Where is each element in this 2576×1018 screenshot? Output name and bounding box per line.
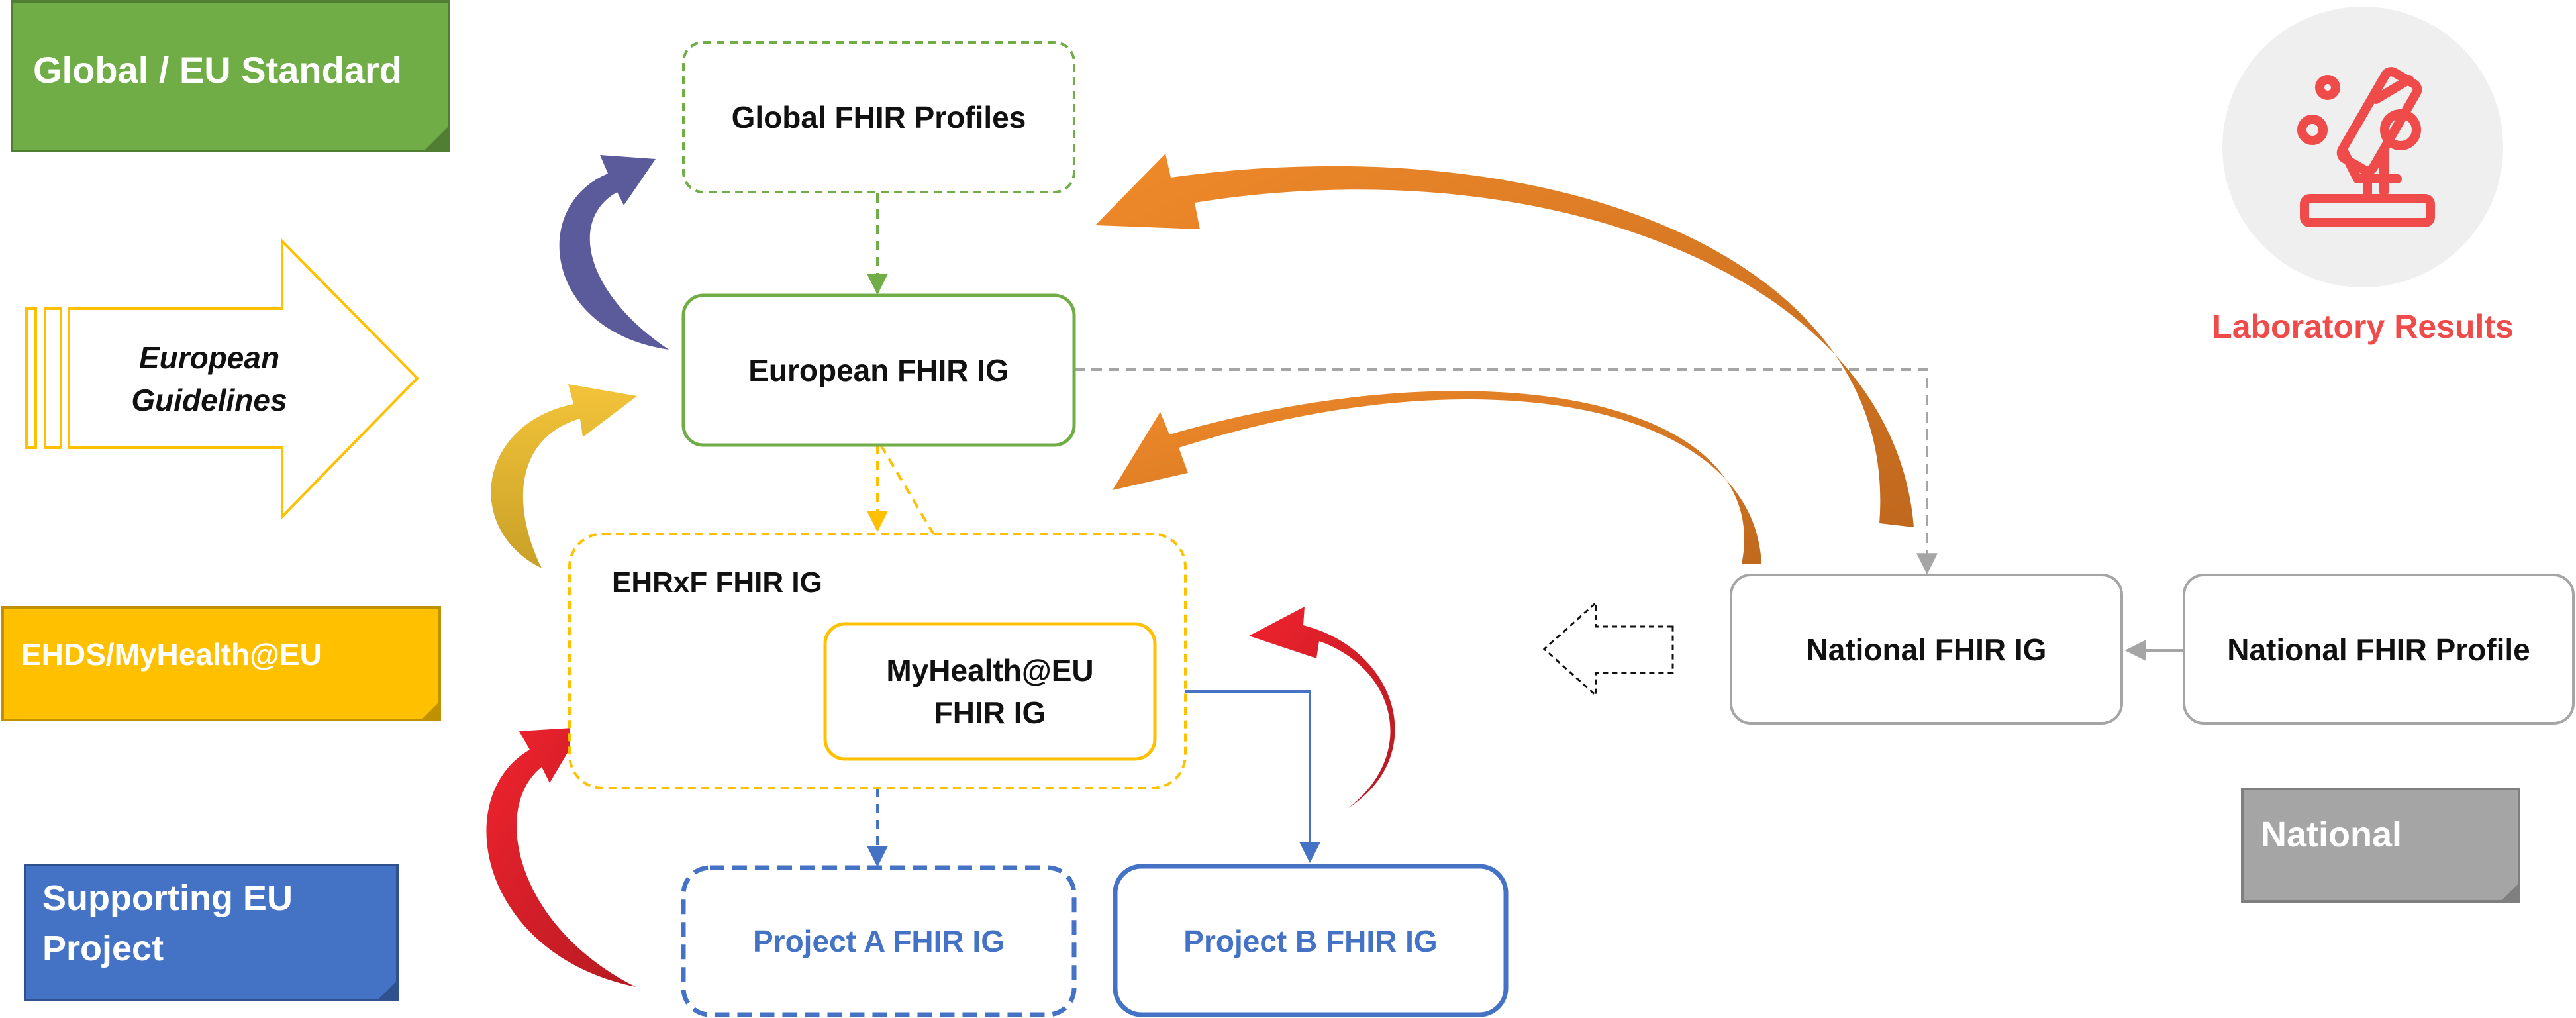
curved-arrow-orange-lower — [1113, 391, 1761, 564]
guidelines-line2: Guidelines — [131, 383, 287, 417]
curved-arrow-purple — [559, 155, 669, 350]
legend-note-national: National — [2241, 788, 2520, 903]
curved-arrow-yellow — [491, 384, 637, 568]
node-myhealth-eu-fhir-ig[interactable]: MyHealth@EU FHIR IG — [823, 622, 1157, 761]
legend-supporting-line1: Supporting EU — [42, 878, 293, 918]
laboratory-results-badge: Laboratory Results — [2212, 7, 2514, 345]
node-european-fhir-ig[interactable]: European FHIR IG — [681, 293, 1076, 447]
badge-label: Laboratory Results — [2212, 308, 2514, 345]
european-guidelines-arrow: European Guidelines — [25, 238, 419, 520]
node-myhealth-line1: MyHealth@EU — [886, 653, 1093, 687]
curved-arrow-orange-upper — [1095, 154, 1914, 527]
node-global-fhir-profiles[interactable]: Global FHIR Profiles — [682, 41, 1075, 193]
legend-global-eu-label: Global / EU Standard — [33, 49, 402, 91]
hollow-left-arrow — [1542, 600, 1674, 698]
legend-note-ehds: EHDS/MyHealth@EU — [1, 606, 441, 721]
node-global-fhir-profiles-label: Global FHIR Profiles — [732, 100, 1026, 134]
node-myhealth-line2: FHIR IG — [934, 695, 1046, 730]
node-european-fhir-ig-label: European FHIR IG — [748, 353, 1009, 387]
node-project-b-label: Project B FHIR IG — [1183, 924, 1437, 958]
node-national-fhir-profile-label: National FHIR Profile — [2227, 633, 2530, 667]
connector-european-to-myhealth — [879, 444, 987, 623]
curved-arrow-red-left — [486, 727, 636, 987]
legend-supporting-line2: Project — [42, 929, 164, 968]
curved-arrow-red-right — [1249, 607, 1395, 808]
microscope-icon — [2297, 67, 2435, 227]
node-project-b-fhir-ig[interactable]: Project B FHIR IG — [1113, 864, 1509, 1017]
legend-national-label: National — [2261, 815, 2402, 854]
legend-ehds-label: EHDS/MyHealth@EU — [21, 637, 322, 672]
guidelines-line1: European — [139, 340, 279, 375]
node-national-fhir-profile[interactable]: National FHIR Profile — [2183, 574, 2575, 725]
node-national-fhir-ig[interactable]: National FHIR IG — [1730, 574, 2123, 725]
connector-european-to-national — [1074, 368, 1938, 575]
node-project-a-fhir-ig[interactable]: Project A FHIR IG — [681, 865, 1077, 1017]
node-ehrxf-fhir-ig-label: EHRxF FHIR IG — [612, 566, 822, 599]
node-national-fhir-ig-label: National FHIR IG — [1807, 633, 2047, 667]
badge-circle — [2222, 7, 2503, 287]
legend-note-global-eu: Global / EU Standard — [11, 0, 450, 152]
node-project-a-label: Project A FHIR IG — [753, 924, 1005, 958]
legend-note-supporting-project: Supporting EU Project — [24, 864, 399, 1001]
connector-myhealth-to-project-b — [1155, 690, 1320, 864]
